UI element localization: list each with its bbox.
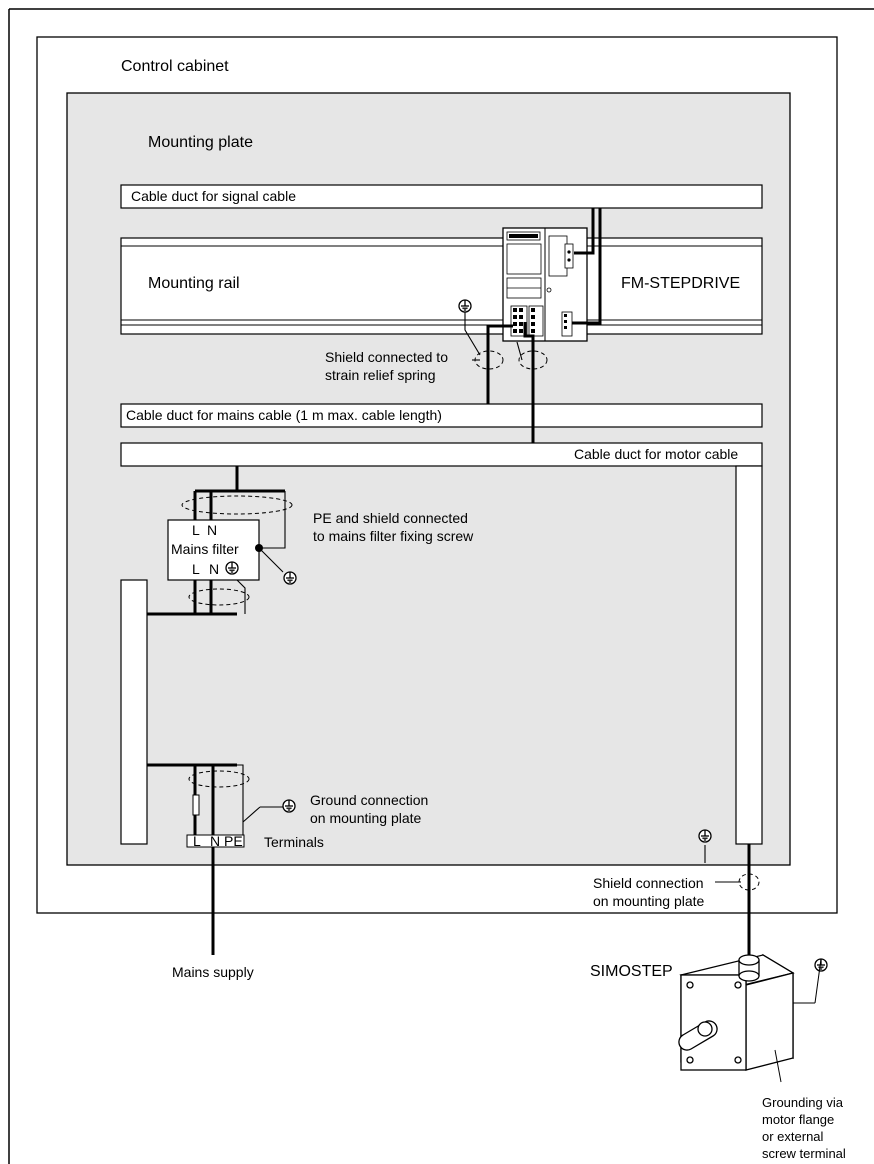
ground-icon-motor-shield — [698, 829, 712, 843]
vertical-duct-left — [120, 579, 148, 845]
shield-strain-relief-label-1: Shield connected to — [325, 349, 448, 365]
thin-wires — [236, 312, 741, 883]
grounding-label-1: Grounding via — [762, 1095, 843, 1110]
shield-loop-filter-out — [188, 588, 250, 606]
terminal-PE: PE — [224, 833, 243, 849]
shield-loop-terminals — [188, 770, 250, 788]
pe-shield-label-2: to mains filter fixing screw — [313, 528, 474, 544]
mounting-rail-label: Mounting rail — [148, 275, 240, 292]
cable-duct-mains — [120, 403, 763, 428]
cable-duct-motor — [120, 442, 763, 467]
simostep-label: SIMOSTEP — [590, 963, 673, 980]
terminal-strip — [186, 794, 245, 848]
cable-duct-signal — [120, 184, 763, 209]
vertical-duct-right — [735, 465, 763, 845]
ground-icon-filter-fixing — [283, 571, 297, 585]
mounting-rail — [120, 237, 763, 335]
grounding-label-2: motor flange — [762, 1112, 835, 1127]
mains-supply-label: Mains supply — [172, 964, 254, 980]
mounting-plate-label: Mounting plate — [148, 134, 253, 151]
fm-stepdrive-label: FM-STEPDRIVE — [621, 275, 741, 292]
fm-stepdrive-module — [502, 227, 588, 342]
filter-N-top: N — [207, 522, 218, 538]
filter-L-top: L — [192, 522, 200, 538]
shield-loop-module-right — [518, 350, 548, 370]
ground-connection-label-1: Ground connection — [310, 792, 429, 808]
shield-connection-label-2: on mounting plate — [593, 893, 705, 909]
shield-strain-relief-label-2: strain relief spring — [325, 367, 436, 383]
shield-loop-filter-in — [181, 495, 293, 515]
ground-icon-filter-pe — [225, 561, 239, 575]
shield-loop-module-left — [474, 350, 504, 370]
control-cabinet-label: Control cabinet — [121, 58, 229, 75]
terminal-N: N — [210, 833, 221, 849]
mains-filter-label: Mains filter — [171, 541, 239, 557]
page-frame — [8, 8, 874, 1164]
shield-connection-label-1: Shield connection — [593, 875, 704, 891]
stepper-motor-icon — [678, 953, 822, 1083]
ground-icon-terminals — [282, 799, 296, 813]
filter-N-bottom: N — [209, 561, 220, 577]
grounding-label-4: screw terminal — [762, 1146, 846, 1161]
pe-shield-label-1: PE and shield connected — [313, 510, 468, 526]
terminals-label: Terminals — [264, 834, 324, 850]
shield-loop-motor — [738, 873, 760, 891]
terminal-L: L — [193, 833, 201, 849]
ground-connection-label-2: on mounting plate — [310, 810, 422, 826]
cable-duct-mains-label: Cable duct for mains cable (1 m max. cab… — [126, 407, 442, 423]
mains-filter — [167, 519, 263, 581]
ground-icon-rail — [458, 299, 472, 313]
grounding-label-3: or external — [762, 1129, 824, 1144]
shield-loops — [181, 350, 760, 891]
cable-duct-signal-label: Cable duct for signal cable — [131, 188, 296, 204]
mounting-plate — [66, 92, 791, 866]
filter-L-bottom: L — [192, 561, 200, 577]
cable-duct-motor-label: Cable duct for motor cable — [574, 446, 739, 462]
